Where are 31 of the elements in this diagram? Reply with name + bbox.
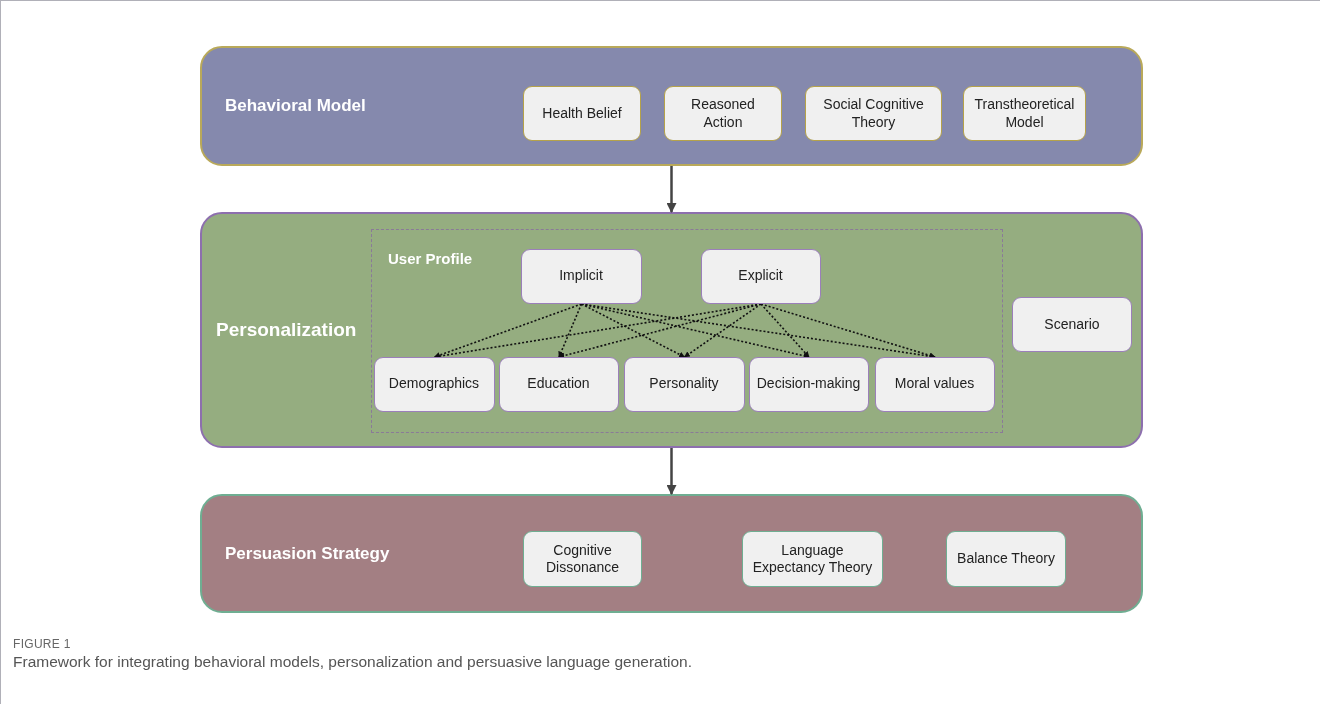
arrow — [558, 303, 583, 358]
concept-box: Health Belief — [523, 86, 641, 141]
concept-box: Language Expectancy Theory — [742, 531, 883, 587]
concept-box: Demographics — [373, 356, 495, 412]
concept-box: Balance Theory — [946, 531, 1066, 587]
section-band — [200, 494, 1143, 613]
figure-caption: Framework for integrating behavioral models, personalization and persuasive language generation. — [13, 653, 692, 671]
dashed-group-box — [371, 229, 1003, 433]
concept-box: Decision-making — [748, 356, 869, 412]
concept-box: Transtheoretical Model — [963, 86, 1086, 141]
arrow — [760, 303, 936, 359]
arrow — [666, 166, 677, 213]
section-title: Persuasion Strategy — [225, 543, 390, 564]
concept-box: Implicit — [520, 248, 642, 304]
figure-number: FIGURE 1 — [13, 637, 71, 651]
concept-box: Social Cognitive Theory — [805, 86, 942, 141]
section-band — [200, 212, 1143, 448]
concept-box: Scenario — [1012, 297, 1132, 352]
concept-box: Reasoned Action — [664, 86, 782, 141]
concept-box: Personality — [623, 356, 745, 412]
arrow — [666, 448, 677, 495]
arrow — [683, 303, 762, 358]
arrow — [760, 303, 810, 358]
concept-box: Explicit — [700, 248, 821, 304]
section-title: Personalization — [216, 319, 357, 341]
concept-box: Moral values — [874, 356, 995, 412]
concept-box: Cognitive Dissonance — [523, 531, 642, 587]
section-band — [200, 46, 1143, 166]
concept-box: Education — [498, 356, 619, 412]
section-title: Behavioral Model — [225, 96, 366, 116]
group-title: User Profile — [388, 250, 473, 267]
